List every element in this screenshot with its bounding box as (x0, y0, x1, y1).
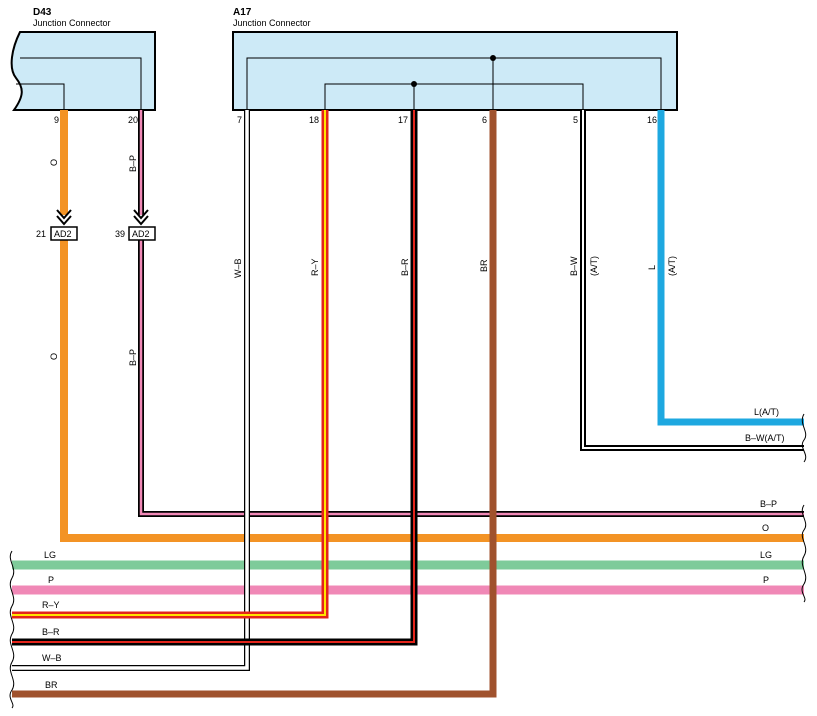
wire-l (657, 110, 804, 426)
pin-a17-6: 6 (482, 115, 487, 125)
wire-r-y (12, 110, 329, 619)
connector-a17-name: Junction Connector (233, 18, 311, 28)
left-label-b-r: B–R (42, 627, 60, 637)
right-label-b-w-at: B–W(A/T) (745, 433, 785, 443)
left-label-br: BR (45, 680, 58, 690)
pin-d43-9: 9 (54, 115, 59, 125)
label-br: BR (479, 259, 489, 272)
splice-dot-lower (411, 81, 417, 87)
label-b-r: B–R (400, 258, 410, 276)
connector-a17[interactable]: A17 Junction Connector 7 18 17 6 5 16 (232, 7, 678, 125)
ad2-pin-21: 21 (36, 229, 46, 239)
left-label-p: P (48, 575, 54, 585)
right-label-p: P (763, 575, 769, 585)
label-w-b: W–B (233, 258, 243, 278)
label-b-w-at: (A/T) (589, 256, 599, 276)
label-l: L (647, 265, 657, 270)
ad2-label-o: AD2 (54, 229, 72, 239)
right-label-b-p: B–P (760, 499, 777, 509)
right-label-o: O (762, 523, 769, 533)
inline-connector-ad2[interactable]: AD2 21 AD2 39 (36, 226, 156, 241)
connector-d43-name: Junction Connector (33, 18, 111, 28)
ad2-pin-39: 39 (115, 229, 125, 239)
left-label-w-b: W–B (42, 653, 62, 663)
label-b-w: B–W (569, 256, 579, 276)
connector-a17-body (232, 31, 678, 111)
pin-a17-7: 7 (237, 115, 242, 125)
label-l-at: (A/T) (667, 256, 677, 276)
label-o-lower: O (49, 353, 59, 360)
right-labels: L(A/T) B–W(A/T) B–P O LG P (745, 407, 785, 585)
break-marks (9, 413, 807, 709)
connector-a17-id: A17 (233, 7, 252, 18)
wire-b-w (580, 110, 804, 451)
connector-d43-body (10, 31, 156, 111)
left-label-lg: LG (44, 550, 56, 560)
connector-d43-id: D43 (33, 7, 52, 18)
pin-a17-18: 18 (309, 115, 319, 125)
right-label-l-at: L(A/T) (754, 407, 779, 417)
wire-b-r (12, 110, 418, 646)
ad2-label-bp: AD2 (132, 229, 150, 239)
pin-a17-17: 17 (398, 115, 408, 125)
label-bp-upper: B–P (128, 155, 138, 172)
wire-br (12, 110, 497, 698)
wire-w-b (12, 110, 250, 671)
label-r-y: R–Y (310, 258, 320, 276)
label-bp-lower: B–P (128, 349, 138, 366)
connector-d43[interactable]: D43 Junction Connector 9 20 (10, 7, 156, 125)
wire-b-p (133, 110, 804, 517)
vertical-labels: O B–P O B–P W–B R–Y B–R BR B–W (A/T) L (… (49, 155, 677, 366)
right-label-lg: LG (760, 550, 772, 560)
label-o-upper: O (49, 159, 59, 166)
pin-a17-5: 5 (573, 115, 578, 125)
left-labels: LG P R–Y B–R W–B BR (42, 550, 62, 690)
splice-dot-upper (490, 55, 496, 61)
pin-a17-16: 16 (647, 115, 657, 125)
pin-d43-20: 20 (128, 115, 138, 125)
wire-o (56, 110, 804, 542)
left-label-r-y: R–Y (42, 600, 60, 610)
